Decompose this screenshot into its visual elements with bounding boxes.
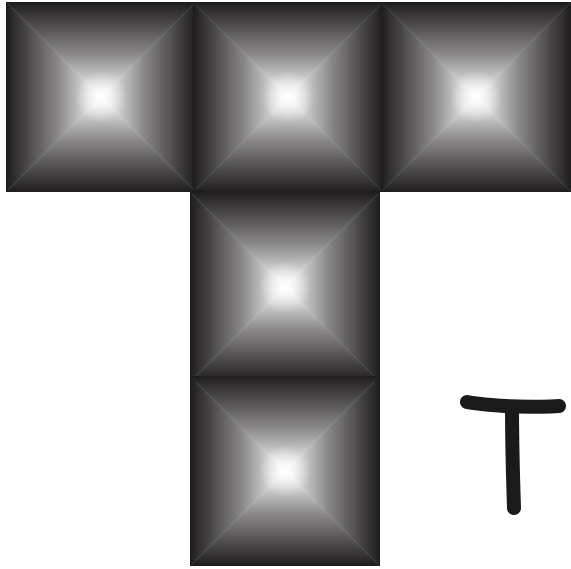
tile-stem-bottom — [190, 376, 380, 566]
handwritten-letter-t — [467, 402, 559, 508]
tile-top-left — [6, 2, 196, 192]
tile-stem-middle — [190, 192, 380, 382]
tile-top-center — [193, 2, 383, 192]
tile-top-right — [381, 2, 571, 192]
